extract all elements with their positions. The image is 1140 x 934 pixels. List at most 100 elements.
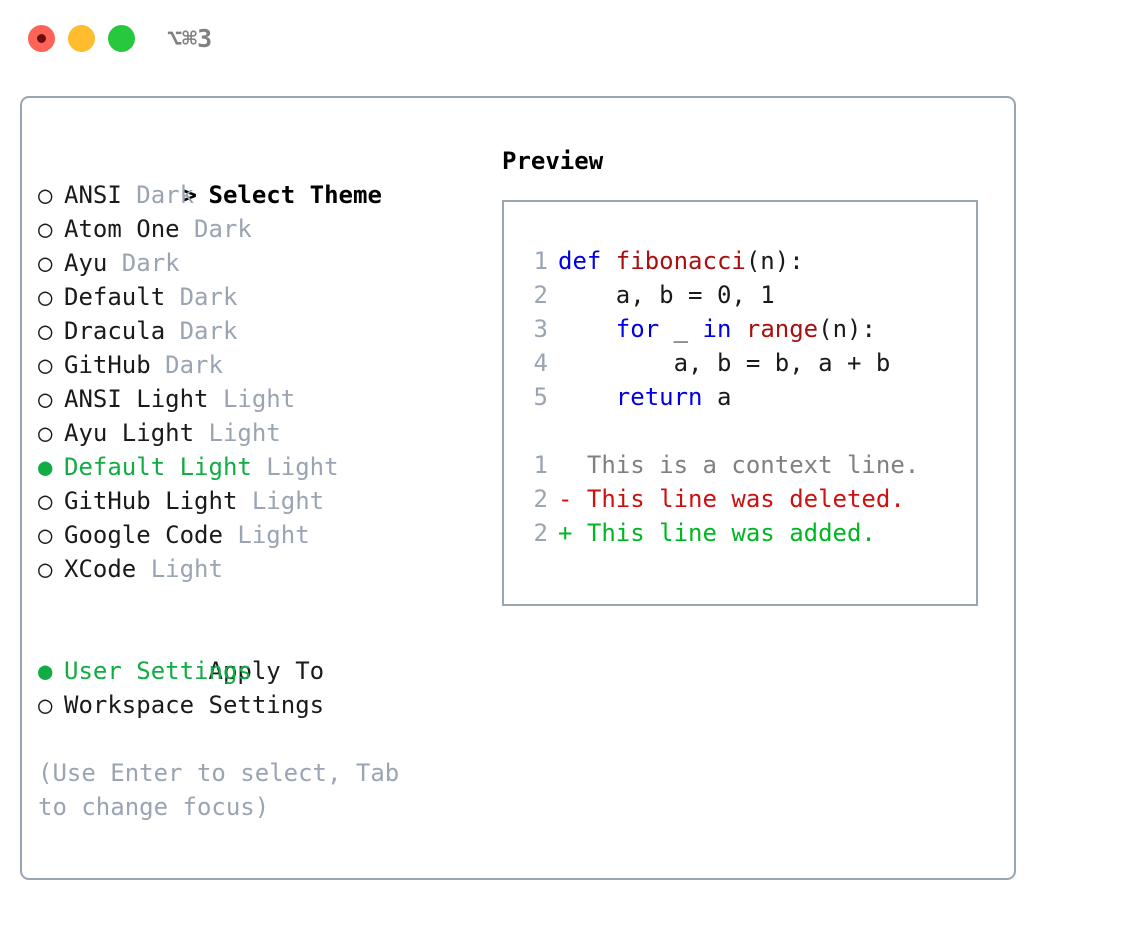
apply-to-header-label: Apply To <box>208 657 325 685</box>
code-token-txt: a, b = b, a + b <box>558 349 891 377</box>
theme-category-label: Dark <box>179 215 252 243</box>
theme-list: ○ANSI Dark○Atom One Dark○Ayu Dark○Defaul… <box>38 178 488 586</box>
traffic-lights <box>28 25 135 52</box>
code-token-kw: def <box>558 247 616 275</box>
diff-line-number: 2 <box>533 519 548 547</box>
theme-category-label: Dark <box>121 181 195 209</box>
radio-unselected-icon[interactable]: ○ <box>38 385 53 413</box>
code-line-number: 3 <box>533 315 548 343</box>
radio-unselected-icon[interactable]: ○ <box>38 215 53 243</box>
theme-selector-column: >Select Theme ○ANSI Dark○Atom One Dark○A… <box>38 144 488 824</box>
keyboard-shortcut-label: ⌥⌘3 <box>167 24 213 53</box>
theme-category-label: Dark <box>150 351 223 379</box>
apply-to-option-label: Workspace Settings <box>64 691 325 719</box>
theme-list-item[interactable]: ○Ayu Dark <box>38 246 488 280</box>
theme-list-item[interactable]: ○ANSI Light Light <box>38 382 488 416</box>
code-token-txt: a, b = 0, 1 <box>558 281 775 309</box>
radio-unselected-icon[interactable]: ○ <box>38 419 53 447</box>
theme-list-item[interactable]: ○Google Code Light <box>38 518 488 552</box>
theme-name-label: Default Light <box>64 453 252 481</box>
section-spacer <box>38 586 488 620</box>
code-token-txt: a <box>702 383 732 411</box>
apply-to-header: Apply To <box>38 620 488 685</box>
theme-name-label: Ayu Light <box>64 419 195 447</box>
select-theme-header: > Select Theme <box>38 144 488 209</box>
theme-list-item[interactable]: ○ Default Dark <box>38 280 488 314</box>
close-inner-dot <box>37 34 46 43</box>
code-token-txt: _ <box>659 315 703 343</box>
theme-category-label: Light <box>194 419 281 447</box>
diff-line-text-del: - This line was deleted. <box>558 485 905 513</box>
code-token-txt <box>558 383 616 411</box>
theme-name-label: ANSI <box>64 181 122 209</box>
diff-line-text-ctx: This is a context line. <box>558 451 920 479</box>
theme-name-label: Dracula <box>64 317 166 345</box>
apply-to-option[interactable]: ● User Settings <box>38 654 488 688</box>
focus-caret-icon: > <box>182 181 197 209</box>
theme-name-label: Atom One <box>64 215 180 243</box>
theme-list-item[interactable]: ○ Ayu Light Light <box>38 416 488 450</box>
code-token-txt <box>558 315 616 343</box>
code-line: 4 a, b = b, a + b <box>504 346 976 380</box>
hint-spacer <box>38 722 488 756</box>
content-panel: >Select Theme ○ANSI Dark○Atom One Dark○A… <box>20 96 1016 880</box>
diff-line-number: 2 <box>533 485 548 513</box>
theme-category-label: Dark <box>107 249 180 277</box>
code-token-kw: return <box>615 383 703 411</box>
theme-name-label: GitHub Light <box>64 487 238 515</box>
code-line: 2 a, b = 0, 1 <box>504 278 976 312</box>
apply-to-option-label: User Settings <box>64 657 252 685</box>
code-line-number: 2 <box>533 281 548 309</box>
radio-selected-icon[interactable]: ● <box>38 657 53 685</box>
theme-list-item[interactable]: ● Default Light Light <box>38 450 488 484</box>
code-token-fn: fibonacci <box>615 247 746 275</box>
code-line-number: 1 <box>533 247 548 275</box>
maximize-button-icon[interactable] <box>108 25 135 52</box>
radio-unselected-icon[interactable]: ○ <box>38 249 53 277</box>
theme-list-item[interactable]: ○ ANSI Dark <box>38 178 488 212</box>
theme-list-item[interactable]: ○ Atom One Dark <box>38 212 488 246</box>
apply-to-option[interactable]: ○ Workspace Settings <box>38 688 488 722</box>
radio-unselected-icon[interactable]: ○ <box>38 555 53 583</box>
minimize-button-icon[interactable] <box>68 25 95 52</box>
code-line: 1 def fibonacci(n): <box>504 244 976 278</box>
title-bar: ⌥⌘3 <box>0 0 1140 78</box>
radio-unselected-icon[interactable]: ○ <box>38 317 53 345</box>
code-token-txt: (n): <box>818 315 876 343</box>
apply-to-list: ● User Settings ○ Workspace Settings <box>38 654 488 722</box>
radio-unselected-icon[interactable]: ○ <box>38 691 53 719</box>
code-token-kw: for <box>615 315 660 343</box>
code-line-number: 5 <box>533 383 548 411</box>
radio-unselected-icon[interactable]: ○ <box>38 283 53 311</box>
code-token-txt <box>731 315 745 343</box>
select-theme-header-label: Select Theme <box>208 181 382 209</box>
keyboard-hint-text: (Use Enter to select, Tab to change focu… <box>38 759 400 821</box>
theme-name-label: XCode <box>64 555 137 583</box>
radio-unselected-icon[interactable]: ○ <box>38 181 53 209</box>
diff-sample: 1 This is a context line.2- This line wa… <box>504 448 976 550</box>
theme-name-label: ANSI Light <box>64 385 209 413</box>
radio-selected-icon[interactable]: ● <box>38 453 53 481</box>
diff-line: 2 - This line was deleted. <box>504 482 976 516</box>
panel-columns: >Select Theme ○ANSI Dark○Atom One Dark○A… <box>22 98 1014 878</box>
theme-category-label: Dark <box>165 283 238 311</box>
theme-list-item[interactable]: ○Dracula Dark <box>38 314 488 348</box>
code-line: 5 return a <box>504 380 976 414</box>
theme-category-label: Light <box>251 453 339 481</box>
diff-line-text-add: + This line was added. <box>558 519 876 547</box>
close-button-icon[interactable] <box>28 25 55 52</box>
theme-list-item[interactable]: ○XCode Light <box>38 552 488 586</box>
theme-name-label: Default <box>64 283 166 311</box>
theme-list-item[interactable]: ○GitHub Light Light <box>38 484 488 518</box>
radio-unselected-icon[interactable]: ○ <box>38 351 53 379</box>
code-line-number: 4 <box>533 349 548 377</box>
code-line: 3 for _ in range(n): <box>504 312 976 346</box>
theme-name-label: GitHub <box>64 351 151 379</box>
theme-list-item[interactable]: ○ GitHub Dark <box>38 348 488 382</box>
code-token-txt: (n): <box>745 247 804 275</box>
radio-unselected-icon[interactable]: ○ <box>38 487 53 515</box>
radio-unselected-icon[interactable]: ○ <box>38 521 53 549</box>
